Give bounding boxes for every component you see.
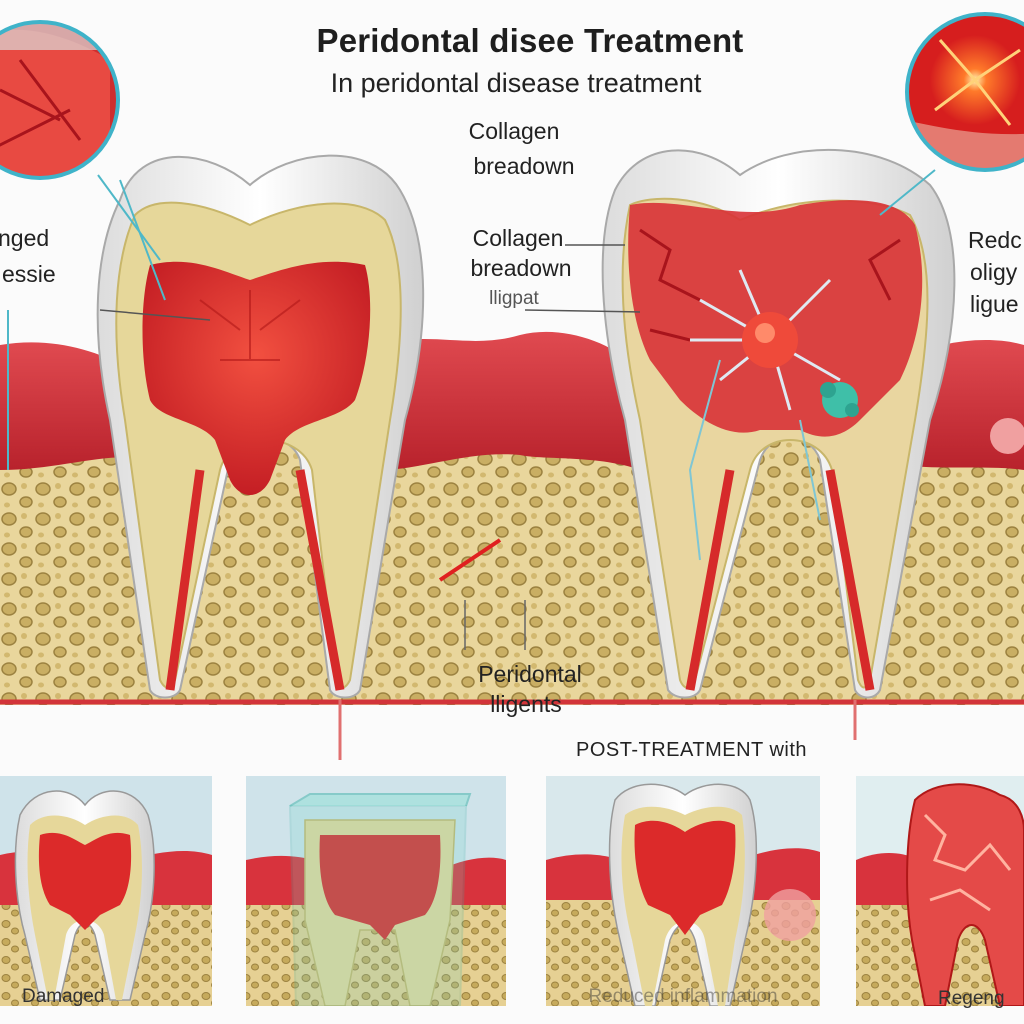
gel-container bbox=[288, 805, 468, 1006]
label-breakdown-2: breadown bbox=[470, 255, 571, 281]
label-damaged-tissue-line2: essie bbox=[2, 261, 56, 287]
label-post-treatment: POST-TREATMENT with bbox=[576, 739, 807, 761]
caption-reduced-inflammation: Reduced inflammation bbox=[588, 986, 777, 1007]
page-subtitle: In peridontal disease treatment bbox=[331, 68, 702, 98]
inflamed-tissue-spot bbox=[990, 418, 1024, 454]
label-collagen-1: Collagen bbox=[469, 118, 560, 144]
main-cross-section bbox=[0, 148, 1024, 760]
label-right-line1: Redc bbox=[968, 227, 1022, 253]
gum-tissue-middle bbox=[380, 331, 640, 470]
page-title: Peridontal disee Treatment bbox=[317, 22, 744, 59]
label-right-line2: oligy bbox=[970, 259, 1018, 285]
label-breakdown-1: breadown bbox=[473, 153, 574, 179]
damage-marker bbox=[438, 538, 502, 582]
tooth-left-pulp bbox=[142, 261, 371, 495]
panel-regeneration: Regeng bbox=[856, 776, 1024, 1009]
panel-treatment-gel bbox=[246, 776, 506, 1006]
label-damaged-tissue-line1: nged bbox=[0, 225, 49, 251]
inflammation-burst-icon bbox=[690, 269, 841, 411]
label-pointers bbox=[99, 244, 641, 321]
panel-damaged: Damaged bbox=[0, 776, 212, 1007]
tooth-right-tissue-texture bbox=[639, 228, 901, 342]
panel-reduced-inflammation: Reduced inflammation bbox=[546, 776, 820, 1007]
tooth-right-nerve-lines bbox=[688, 359, 821, 561]
tooth-right bbox=[601, 148, 956, 699]
label-ligaments: lligents bbox=[490, 691, 562, 717]
label-ligament-faint: lligpat bbox=[489, 288, 539, 309]
tooth-left bbox=[96, 154, 425, 699]
zoom-circle-top-left-icon bbox=[0, 20, 120, 180]
caption-damaged: Damaged bbox=[22, 986, 104, 1007]
zoom-circle-top-right-icon bbox=[905, 12, 1024, 172]
label-collagen-2: Collagen bbox=[473, 225, 564, 251]
tooth-right-root-canals bbox=[685, 469, 875, 691]
label-right-line3: ligue bbox=[970, 291, 1019, 317]
tooth-left-fibers bbox=[199, 290, 301, 361]
tooth-left-root-canals bbox=[165, 469, 345, 691]
label-peridontal: Peridontal bbox=[478, 661, 582, 687]
bacteria-cluster-icon bbox=[820, 382, 859, 418]
leader-lines bbox=[7, 169, 936, 470]
caption-regeneration: Regeng bbox=[938, 988, 1005, 1009]
ligament-label-leaders bbox=[464, 600, 526, 650]
